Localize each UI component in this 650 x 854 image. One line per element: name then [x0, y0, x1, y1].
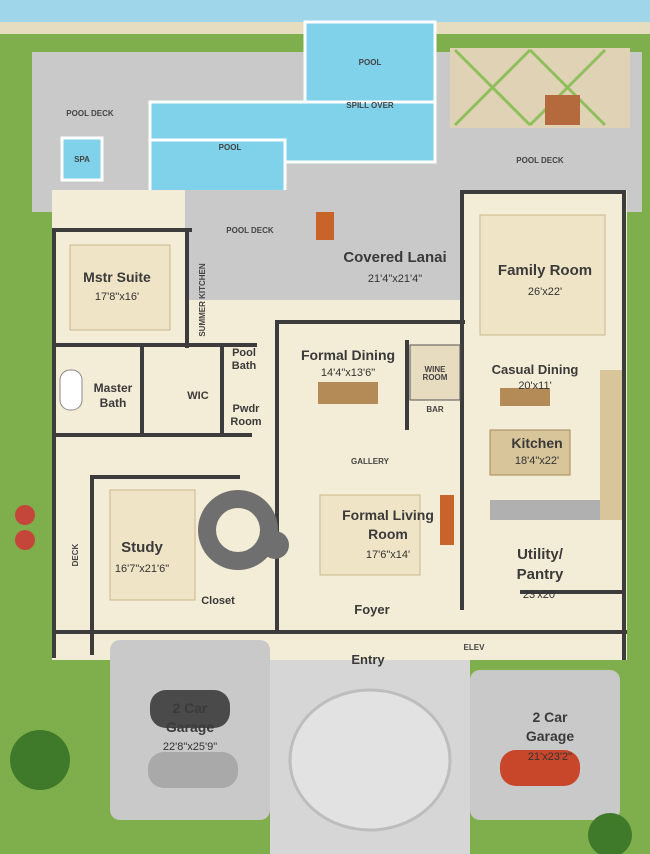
dim-utility: 23'x20' [523, 589, 557, 601]
label-wine-1: WINE [425, 365, 447, 374]
label-study: Study [121, 539, 163, 556]
dim-covered-lanai: 21'4"x21'4" [368, 273, 422, 285]
rug-study [109, 489, 196, 601]
label-garage-left-1: 2 Car [172, 700, 208, 716]
spiral-stair [198, 490, 289, 570]
label-pool-top: POOL [359, 58, 382, 67]
motor-court [288, 688, 452, 832]
car-black [150, 690, 230, 728]
fireplace-lanai [316, 212, 334, 240]
kitchen-island [489, 429, 571, 476]
casual-table [500, 388, 550, 406]
palm-trees [10, 505, 632, 854]
dim-formal-living: 17'6"x14' [366, 549, 410, 561]
label-formal-living-2: Room [368, 526, 408, 542]
paver-pattern [453, 48, 607, 127]
label-mstr-suite: Mstr Suite [83, 269, 151, 285]
rug-mstr [69, 244, 171, 331]
dining-table [318, 382, 378, 404]
car-silver [148, 752, 238, 788]
label-elev: ELEV [464, 643, 486, 652]
dim-family-room: 26'x22' [528, 286, 562, 298]
label-kitchen: Kitchen [511, 435, 562, 451]
label-pool-deck-left: POOL DECK [66, 109, 114, 118]
label-deck: DECK [71, 543, 80, 566]
dim-study: 16'7"x21'6" [115, 563, 169, 575]
label-pwdr-1: Pwdr [233, 403, 261, 415]
label-utility-2: Pantry [517, 566, 564, 583]
kitchen-counter [490, 500, 620, 520]
counter-right [600, 370, 622, 520]
spa [60, 136, 104, 182]
label-master-bath-2: Bath [100, 396, 127, 410]
rug-family [479, 214, 606, 336]
walls [52, 190, 627, 660]
label-formal-living-1: Formal Living [342, 507, 434, 523]
hot-tub-feature [545, 95, 580, 125]
label-entry: Entry [351, 652, 385, 667]
car-red [500, 750, 580, 786]
label-master-bath-1: Master [94, 381, 133, 395]
label-pool-deck-right: POOL DECK [516, 156, 564, 165]
label-garage-right-1: 2 Car [532, 709, 568, 725]
label-pool-main: POOL [219, 143, 242, 152]
dim-garage-right: 21'x23'2" [528, 751, 572, 763]
bathtub [59, 369, 83, 411]
label-gallery: GALLERY [351, 457, 390, 466]
label-pool-bath-1: Pool [232, 347, 256, 359]
lanai-floor [185, 190, 460, 300]
rug-living [319, 494, 421, 576]
label-covered-lanai: Covered Lanai [343, 249, 446, 266]
wine-room [409, 344, 461, 401]
garage-right [470, 670, 620, 820]
label-casual-dining: Casual Dining [492, 362, 579, 377]
label-family-room: Family Room [498, 262, 592, 279]
dim-garage-left: 22'8"x25'9" [163, 741, 217, 753]
label-garage-right-2: Garage [526, 728, 574, 744]
label-spill-over: SPILL OVER [346, 101, 394, 110]
label-wic: WIC [187, 390, 208, 402]
label-garage-left-2: Garage [166, 719, 214, 735]
pool-main-ext [148, 138, 287, 197]
label-spa: SPA [74, 155, 90, 164]
label-utility-1: Utility/ [517, 546, 564, 563]
label-wine-2: ROOM [423, 373, 448, 382]
label-foyer: Foyer [354, 602, 389, 617]
dim-kitchen: 18'4"x22' [515, 455, 559, 467]
dim-formal-dining: 14'4"x13'6" [321, 367, 375, 379]
label-bar: BAR [426, 405, 444, 414]
label-closet: Closet [201, 595, 235, 607]
label-pwdr-2: Room [230, 416, 261, 428]
label-pool-deck-center: POOL DECK [226, 226, 274, 235]
label-summer-kitchen: SUMMER KITCHEN [198, 263, 207, 337]
dim-casual-dining: 20'x11' [518, 380, 551, 392]
label-formal-dining: Formal Dining [301, 347, 395, 363]
fireplace-living [440, 495, 454, 545]
label-pool-bath-2: Bath [232, 360, 257, 372]
dim-mstr-suite: 17'8"x16' [95, 291, 139, 303]
